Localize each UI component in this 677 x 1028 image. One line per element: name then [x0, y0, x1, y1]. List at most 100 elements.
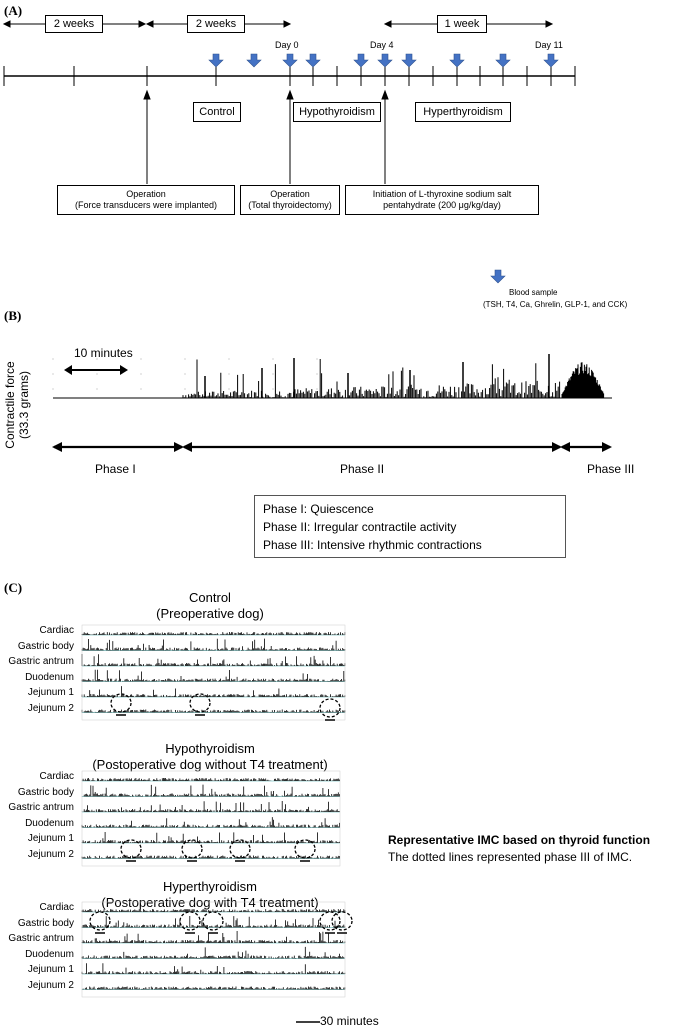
trace-signal — [81, 909, 346, 912]
imc-note-title: Representative IMC based on thyroid func… — [388, 833, 651, 847]
phase-1-description: Phase I: Quiescence — [263, 502, 374, 516]
grid-dot — [316, 373, 318, 375]
trace-label-jejunum-1: Jejunum 1 — [27, 687, 74, 698]
grid-dot — [184, 358, 186, 360]
grid-dot — [316, 388, 318, 390]
trace-signal — [81, 669, 346, 682]
phase-1-label: Phase I — [95, 462, 136, 476]
grid-dot — [140, 373, 142, 375]
trace-signal — [81, 778, 340, 781]
phase-box-hypothyroidism: Hypothyroidism — [293, 102, 381, 122]
phase-3-marker-icon — [229, 839, 251, 859]
trace-label-jejunum-2: Jejunum 2 — [27, 848, 74, 860]
phase-3-marker-icon — [294, 839, 316, 859]
trace-label-cardiac: Cardiac — [39, 902, 74, 913]
panel-b-label: (B) — [4, 308, 22, 323]
grid-dot — [96, 388, 98, 390]
phase-1-arrow-right-icon — [174, 442, 184, 452]
blood-sample-arrow-icon — [246, 53, 262, 68]
duration-box-3: 1 week — [437, 15, 487, 33]
condition-hypo-subtitle: (Postoperative dog without T4 treatment) — [92, 757, 328, 772]
condition-control-subtitle: (Preoperative dog) — [156, 606, 264, 621]
panel-a-label: (A) — [4, 3, 23, 18]
trace-label-jejunum-2: Jejunum 2 — [27, 979, 74, 991]
blood-sample-arrow-icon — [495, 53, 511, 68]
event-2-title: Operation — [270, 189, 310, 199]
panel-b-trace — [52, 354, 612, 452]
trace-label-gastric-body: Gastric body — [17, 640, 74, 652]
event-box-transducer: Operation (Force transducers were implan… — [57, 185, 235, 215]
scale-arrow-right-icon — [120, 365, 128, 375]
panel-a-timeline — [2, 20, 576, 284]
trace-signal — [81, 986, 346, 990]
condition-control-name: Control — [189, 590, 231, 605]
grid-dot — [96, 358, 98, 360]
trace-label-gastric-body: Gastric body — [17, 786, 74, 798]
panel-c-label: (C) — [4, 580, 23, 595]
phase-description-box: Phase I: Quiescence Phase II: Irregular … — [254, 495, 566, 558]
trace-signal — [81, 946, 345, 959]
event-3-title: Initiation of L-thyroxine sodium salt — [372, 189, 512, 199]
imc-note-text: The dotted lines represented phase III o… — [388, 850, 633, 864]
trace-label-jejunum-2: Jejunum 2 — [27, 702, 74, 714]
condition-hyper-title: Hyperthyroidism (Postoperative dog with … — [90, 879, 330, 911]
trace-frame — [81, 901, 346, 998]
blood-sample-legend-icon — [490, 269, 506, 284]
grid-dot — [228, 373, 230, 375]
grid-dot — [140, 388, 142, 390]
grid-dot — [140, 358, 142, 360]
trace-label-gastric-body: Gastric body — [17, 917, 74, 929]
phase-1-arrow-left-icon — [52, 442, 62, 452]
event-box-thyroidectomy: Operation (Total thyroidectomy) — [240, 185, 340, 215]
grid-dot — [272, 358, 274, 360]
trace-frame — [81, 624, 346, 721]
phase-3-marker-icon — [331, 911, 353, 931]
phase-3-marker-icon — [319, 911, 341, 931]
phase-2-description: Phase II: Irregular contractile activity — [263, 520, 457, 534]
blood-sample-arrow-icon — [353, 53, 369, 68]
panel-b-scale-label: 10 minutes — [74, 346, 133, 360]
grid-dot — [316, 358, 318, 360]
grid-dot — [272, 373, 274, 375]
trace-frame — [81, 770, 341, 867]
grid-dot — [96, 373, 98, 375]
trace-signal — [81, 709, 346, 713]
trace-label-duodenum: Duodenum — [25, 671, 74, 683]
grid-dot — [228, 358, 230, 360]
trace-signal — [81, 654, 346, 666]
phase-2-arrow-right-icon — [552, 442, 562, 452]
trace-signal — [81, 963, 346, 974]
trace-label-jejunum-1: Jejunum 1 — [27, 964, 74, 975]
trace-label-gastric-antrum: Gastric antrum — [8, 802, 74, 813]
trace-signal — [81, 638, 346, 651]
trace-signal — [81, 817, 340, 828]
trace-label-cardiac: Cardiac — [39, 771, 74, 782]
phase-box-hyperthyroidism: Hyperthyroidism — [415, 102, 511, 122]
phase-2-label: Phase II — [340, 462, 385, 476]
phase-3-arrow-right-icon — [602, 442, 612, 452]
grid-dot — [52, 373, 54, 375]
blood-sample-arrow-icon — [543, 53, 559, 68]
phase-3-marker-icon — [110, 693, 132, 713]
condition-hyper-subtitle: (Postoperative dog with T4 treatment) — [101, 895, 319, 910]
day-0-label: Day 0 — [275, 40, 299, 50]
trace-signal — [81, 686, 346, 697]
grid-dot — [184, 388, 186, 390]
legend-blood-detail: (TSH, T4, Ca, Ghrelin, GLP-1, and CCK) — [483, 300, 628, 309]
phase-3-description: Phase III: Intensive rhythmic contractio… — [263, 538, 482, 552]
grid-dot — [184, 373, 186, 375]
duration-box-1: 2 weeks — [45, 15, 103, 33]
duration-box-2: 2 weeks — [187, 15, 245, 33]
phase-3-marker-icon — [89, 911, 111, 931]
grid-dot — [272, 388, 274, 390]
trace-signal — [81, 784, 340, 797]
phase-3-marker-icon — [202, 911, 224, 931]
trace-label-gastric-antrum: Gastric antrum — [8, 933, 74, 944]
trace-signal — [81, 632, 346, 635]
blood-sample-arrow-icon — [305, 53, 321, 68]
phase-2-arrow-left-icon — [182, 442, 192, 452]
trace-signal — [81, 801, 340, 812]
event-2-detail: (Total thyroidectomy) — [248, 200, 332, 210]
phase-3-marker-icon — [181, 839, 203, 859]
blood-sample-arrow-icon — [208, 53, 224, 68]
